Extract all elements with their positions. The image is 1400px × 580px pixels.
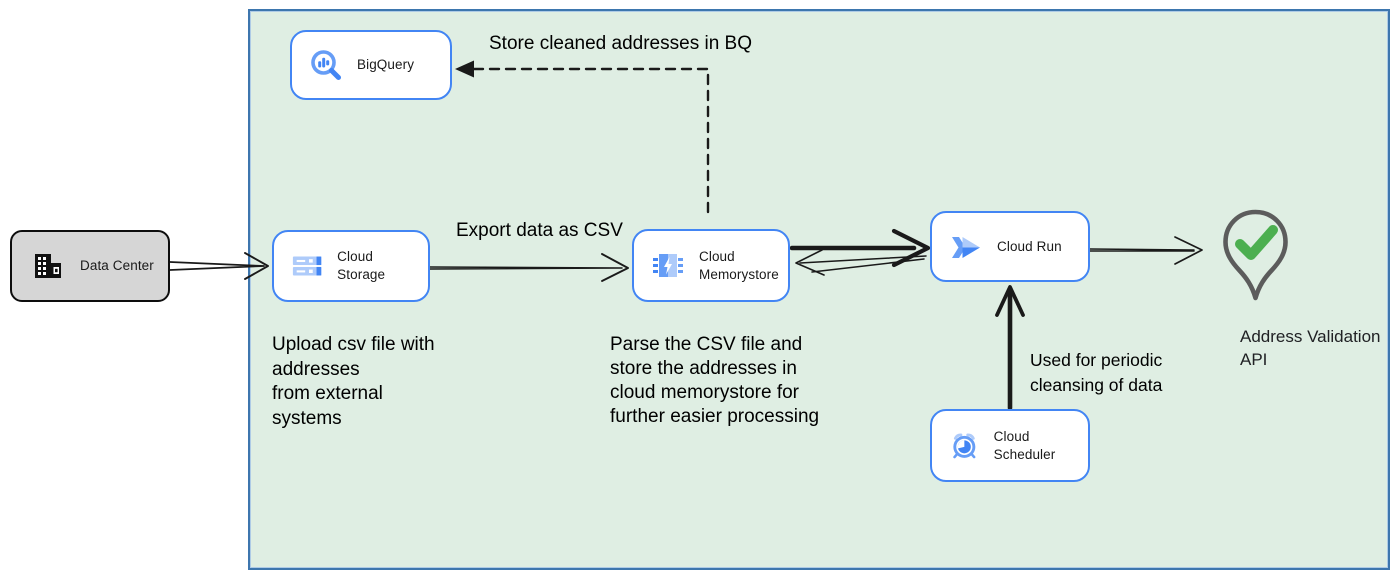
label-address-validation-api: Address Validation API (1240, 327, 1381, 369)
annotation-parse-csv: Parse the CSV file and store the address… (610, 334, 820, 427)
cloud-run-icon (952, 236, 980, 258)
node-cloud-scheduler: Cloud Scheduler (930, 409, 1090, 482)
building-icon (35, 254, 61, 278)
gcp-boundary-box (248, 9, 1390, 570)
node-label-cloud-run: Cloud Run (997, 238, 1062, 254)
cloud-storage-icon (292, 256, 322, 276)
node-label-cloud-memorystore: Cloud Memorystore (699, 248, 779, 282)
node-label-bigquery: BigQuery (357, 57, 415, 73)
node-label-data-center: Data Center (80, 258, 154, 274)
node-bigquery: BigQuery (290, 30, 452, 100)
label-export-data-as-csv: Export data as CSV (456, 220, 623, 241)
label-periodic-cleansing: Used for periodic cleansing of data (1030, 350, 1163, 395)
node-data-center: Data Center (10, 230, 170, 302)
checkmark-icon (1235, 225, 1278, 260)
label-store-cleaned-in-bq: Store cleaned addresses in BQ (489, 33, 752, 54)
node-cloud-run: Cloud Run (930, 211, 1090, 282)
address-validation-pin (1221, 209, 1291, 309)
memorystore-icon (653, 253, 683, 277)
node-cloud-memorystore: Cloud Memorystore (632, 229, 790, 302)
annotation-upload-csv: Upload csv file with addresses from exte… (272, 334, 435, 429)
node-cloud-storage: Cloud Storage (272, 230, 430, 302)
node-label-cloud-storage: Cloud Storage (337, 249, 386, 282)
cloud-scheduler-icon (953, 432, 976, 458)
node-label-cloud-scheduler: Cloud Scheduler (993, 428, 1056, 462)
bigquery-icon (311, 50, 341, 80)
location-pin-icon (1223, 209, 1288, 301)
